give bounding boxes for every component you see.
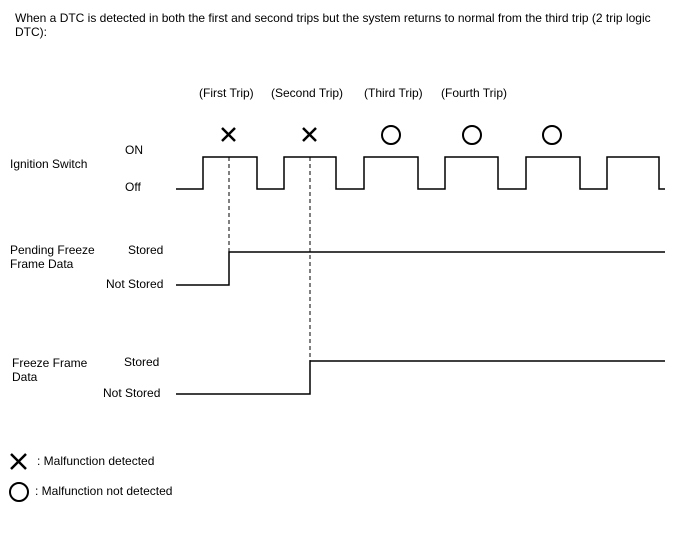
circle-icon bbox=[381, 125, 401, 145]
cross-icon bbox=[302, 127, 317, 142]
freeze-stored-label: Stored bbox=[124, 355, 160, 369]
freeze-frame-data-label: Freeze Frame Data bbox=[12, 356, 88, 384]
trip-label-first: (First Trip) bbox=[199, 86, 254, 100]
legend-malfunction-not-detected-text: : Malfunction not detected bbox=[35, 484, 173, 498]
freeze-not-stored-label: Not Stored bbox=[103, 386, 161, 400]
pending-freeze-frame-waveform bbox=[176, 251, 665, 286]
trip-label-fourth: (Fourth Trip) bbox=[441, 86, 508, 100]
ignition-on-label: ON bbox=[125, 143, 143, 157]
ignition-switch-waveform bbox=[176, 156, 665, 190]
ignition-off-label: Off bbox=[125, 180, 141, 194]
pending-stored-label: Stored bbox=[128, 243, 164, 257]
legend-malfunction-detected-text: : Malfunction detected bbox=[37, 454, 155, 468]
legend-cross-icon bbox=[10, 453, 27, 470]
trip-label-second: (Second Trip) bbox=[271, 86, 344, 100]
pending-freeze-frame-label: Pending Freeze Frame Data bbox=[10, 243, 95, 271]
cross-icon bbox=[221, 127, 236, 142]
trip-label-third: (Third Trip) bbox=[364, 86, 423, 100]
ignition-switch-label: Ignition Switch bbox=[10, 157, 88, 171]
intro-text: When a DTC is detected in both the first… bbox=[15, 11, 651, 39]
circle-icon bbox=[462, 125, 482, 145]
legend-circle-icon bbox=[9, 482, 29, 502]
circle-icon bbox=[542, 125, 562, 145]
pending-not-stored-label: Not Stored bbox=[106, 277, 164, 291]
freeze-frame-data-waveform bbox=[176, 360, 665, 395]
